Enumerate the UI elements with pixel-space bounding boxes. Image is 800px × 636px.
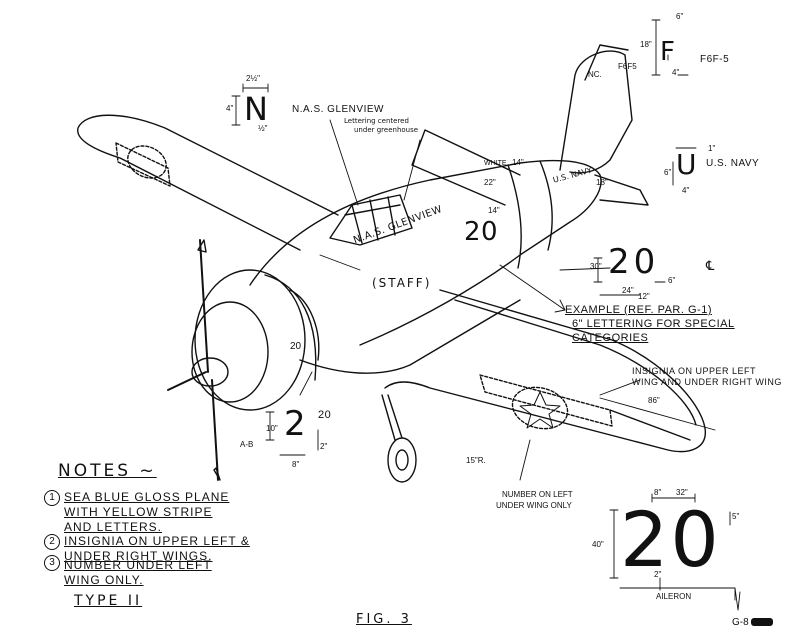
fuselage (249, 159, 602, 346)
left-wing (77, 114, 339, 251)
canopy (329, 194, 413, 246)
dim-small-stroke: 2" (320, 442, 328, 451)
dim-wing-86: 86" (648, 396, 660, 405)
notes-title-text: NOTES (58, 461, 132, 481)
fuselage-number: 20 (464, 217, 499, 247)
page-number-smudge (751, 618, 774, 627)
page-number-text: G-8 (732, 617, 749, 628)
label-aileron: AILERON (656, 592, 692, 601)
dim-f-width: 4" (672, 68, 680, 77)
cowling (194, 269, 306, 411)
note-2-line-2: UNDER RIGHT WINGS. (64, 549, 213, 563)
dim-u-stroke: 1" (708, 144, 716, 153)
dim-n-stroke: ½" (258, 124, 268, 133)
number-20-big-sample: 20 (620, 495, 721, 584)
page-number: G-8 (732, 617, 774, 628)
number-20-mid-sample: 20 (608, 242, 660, 282)
label-centered-note-2: under greenhouse (354, 126, 419, 134)
centerline-symbol: ℄ (706, 258, 715, 273)
dim-big-w1: 8" (654, 488, 662, 497)
dim-small-height: 10" (266, 424, 278, 433)
dim-big-height: 40" (592, 540, 604, 549)
example-line-2: 6" LETTERING FOR SPECIAL (572, 318, 735, 330)
dim-big-stroke: 5" (732, 512, 740, 521)
label-f6f5: F6F-5 (700, 54, 730, 65)
dim-big-w2: 32" (676, 488, 688, 497)
note-1-line-2: WITH YELLOW STRIPE (64, 505, 213, 519)
label-centered-note-1: Lettering centered (344, 117, 409, 125)
dim-u-height: 6" (664, 168, 672, 177)
right-wing (384, 289, 706, 453)
landing-gear (381, 394, 403, 441)
dim-mid-w1: 24" (622, 286, 634, 295)
propeller (167, 239, 219, 481)
stripe-dim-22: 22" (484, 178, 496, 187)
dim-f-height: 18" (640, 40, 652, 49)
dim-u-width: 4" (682, 186, 690, 195)
dim-n-height: 4" (226, 104, 234, 113)
label-ab: A-B (240, 440, 254, 449)
letter-n-sample: N (244, 90, 269, 128)
note-3-number: 3 (44, 555, 60, 571)
dim-big-gap: 2" (654, 570, 662, 579)
aileron (609, 409, 691, 441)
note-1-number: 1 (44, 490, 60, 506)
note-3-line-1: NUMBER UNDER LEFT (64, 558, 212, 572)
stripe-dim-14a: 14" (512, 158, 524, 167)
note-2-line-1: INSIGNIA ON UPPER LEFT & (64, 534, 250, 548)
dim-radius-15: 15"R. (466, 456, 486, 465)
fuselage-stripe (507, 164, 522, 269)
number-on-left-note-2: UNDER WING ONLY (496, 501, 572, 510)
stripe-dim-14b: 14" (488, 206, 500, 215)
fuselage-staff: (STAFF) (372, 276, 432, 290)
dim-small-width: 8" (292, 460, 300, 469)
insignia-note-2: WING AND UNDER RIGHT WING (632, 377, 782, 387)
letter-u-sample: U (676, 148, 697, 181)
number-2-small-sample: 2 (284, 404, 307, 444)
dim-mid-space: 6" (668, 276, 676, 285)
leader-lines (231, 19, 741, 611)
insignia-star (519, 391, 561, 429)
fuselage-belly (299, 299, 521, 374)
number-20-small-sample: 20 (318, 409, 332, 421)
note-1-line-3: AND LETTERS. (64, 520, 163, 534)
letter-f-sample: F (660, 37, 676, 67)
left-wing-insignia (115, 142, 171, 187)
note-2-number: 2 (44, 534, 60, 550)
nose-number: 20 (290, 341, 302, 352)
vertical-tail (559, 50, 633, 174)
example-line-1: EXAMPLE (REF. PAR. G-1) (565, 304, 712, 316)
fuselage-white: WHITE (484, 160, 507, 167)
label-us-navy: U.S. NAVY (706, 158, 760, 169)
wheel (387, 437, 417, 483)
horizontal-tail-right (594, 174, 649, 206)
note-3-line-2: WING ONLY. (64, 573, 144, 587)
horizontal-tail (411, 129, 521, 206)
note-1-line-1: SEA BLUE GLOSS PLANE (64, 490, 230, 504)
insignia-note-1: INSIGNIA ON UPPER LEFT (632, 366, 757, 376)
dim-mid-w2: 12" (638, 292, 650, 301)
notes-title: NOTES ~ (58, 461, 157, 481)
notes-type: TYPE II (74, 593, 143, 609)
right-wing-insignia (479, 374, 613, 430)
dim-n-width: 2½" (246, 74, 260, 83)
tail-f6f5: F6F5 (618, 62, 637, 71)
label-nas-glenview: N.A.S. GLENVIEW (292, 104, 384, 115)
dim-mid-height: 30" (590, 262, 602, 271)
number-on-left-note-1: NUMBER ON LEFT (502, 490, 573, 499)
dim-f-stroke: 6" (676, 12, 684, 21)
figure-caption: FIG. 3 (356, 612, 412, 627)
spinner (191, 357, 229, 387)
tail-nc: NC. (588, 70, 602, 79)
example-line-3: CATEGORIES (572, 332, 649, 344)
stripe-dim-18: 18" (596, 178, 608, 187)
